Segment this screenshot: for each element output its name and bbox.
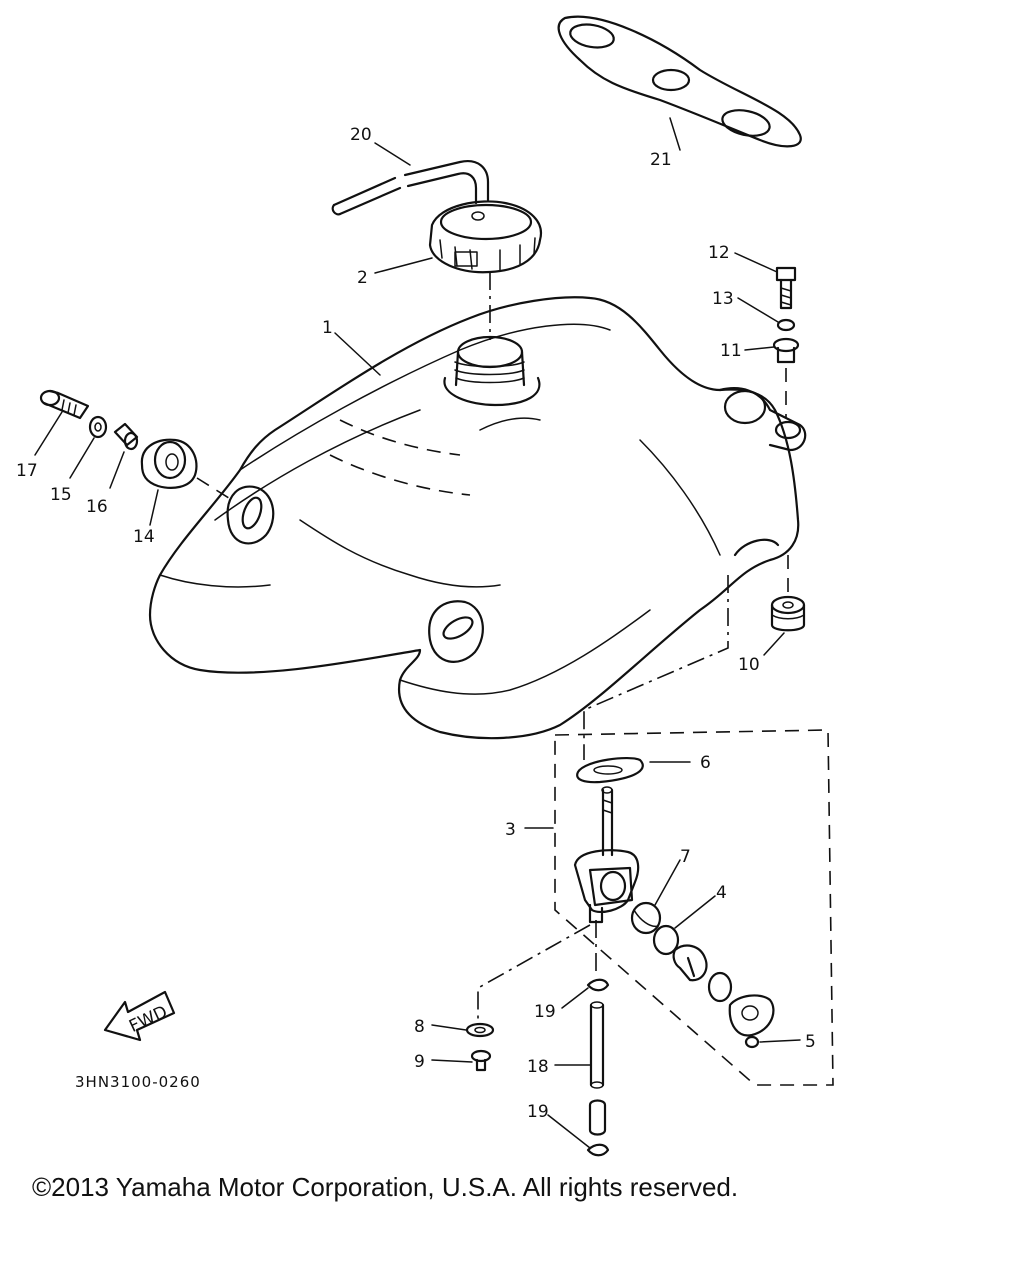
- part-16-collar: [113, 422, 139, 451]
- part-18-fuel-hose: [589, 1001, 605, 1089]
- part-14-damper: [140, 438, 198, 489]
- callout-6: 6: [700, 753, 711, 773]
- callout-17: 17: [16, 461, 38, 481]
- callout-1: 1: [322, 318, 333, 338]
- callout-labels: 20 21 2 1 12 13 11 10 17 15 16 14 6 3 7 …: [16, 125, 816, 1122]
- part-12-bolt: [775, 266, 797, 310]
- callout-19-upper: 19: [534, 1002, 556, 1022]
- callout-8: 8: [414, 1017, 425, 1037]
- part-11-collar: [772, 337, 800, 364]
- part-20-breather-hose: [331, 160, 490, 216]
- callout-16: 16: [86, 497, 108, 517]
- part-21-bracket-plate: [557, 15, 802, 148]
- callout-19-lower: 19: [527, 1102, 549, 1122]
- callout-13: 13: [712, 289, 734, 309]
- leader-cock-to-8: [477, 924, 591, 1025]
- callout-18: 18: [527, 1057, 549, 1077]
- callout-21: 21: [650, 150, 672, 170]
- part-2-fuel-cap: [428, 200, 543, 274]
- part-15-washer: [88, 415, 108, 439]
- part-3-fuel-cock-assembly: [554, 575, 834, 1086]
- callout-4: 4: [716, 883, 727, 903]
- callout-2: 2: [357, 268, 368, 288]
- part-17-bolt: [39, 389, 90, 420]
- callout-9: 9: [414, 1052, 425, 1072]
- part-13-washer: [776, 318, 796, 332]
- callout-20: 20: [350, 125, 372, 145]
- callout-12: 12: [708, 243, 730, 263]
- fwd-arrow-icon: FWD: [103, 990, 176, 1042]
- callout-11: 11: [720, 341, 742, 361]
- part-19-clip-lower: [586, 1099, 610, 1157]
- callout-15: 15: [50, 485, 72, 505]
- part-8-washer: [465, 1022, 495, 1038]
- part-1-fuel-tank: [148, 296, 807, 740]
- callout-10: 10: [738, 655, 760, 675]
- leader-lines: [34, 117, 801, 1149]
- part-19-clip-upper: [586, 978, 610, 992]
- fwd-label: FWD: [126, 1002, 170, 1037]
- drawing-code: 3HN3100-0260: [75, 1073, 201, 1091]
- callout-14: 14: [133, 527, 155, 547]
- callout-3: 3: [505, 820, 516, 840]
- copyright-notice: ©2013 Yamaha Motor Corporation, U.S.A. A…: [32, 1172, 739, 1202]
- callout-5: 5: [805, 1032, 816, 1052]
- part-10-damper: [770, 595, 806, 632]
- callout-7: 7: [680, 847, 691, 867]
- leader-damper-tank: [196, 477, 233, 501]
- part-9-screw: [470, 1049, 492, 1072]
